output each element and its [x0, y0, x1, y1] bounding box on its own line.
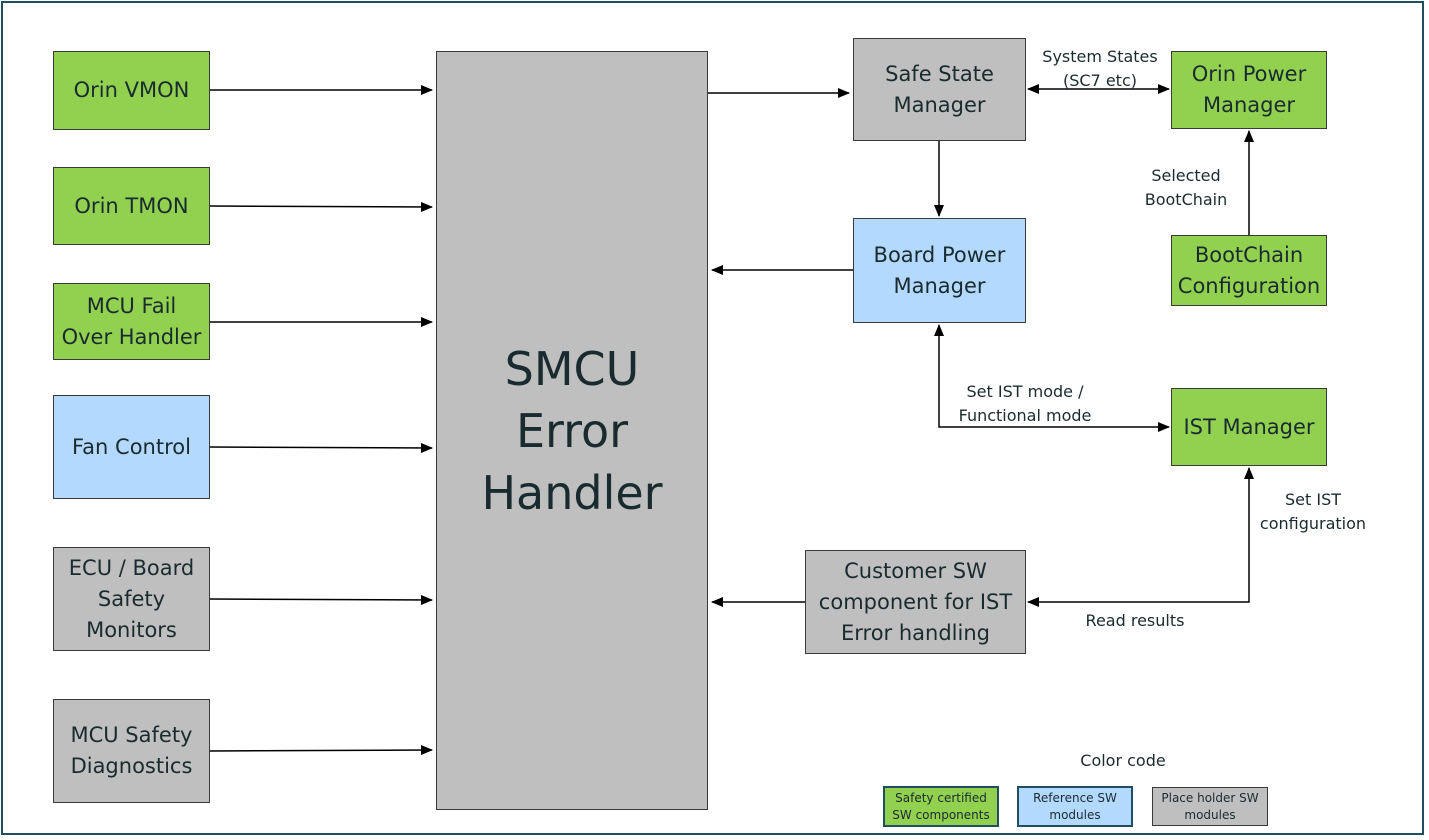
- safe-state-manager-block: Safe State Manager: [853, 38, 1026, 141]
- arrow-fan-control-to-smcu: [209, 442, 433, 453]
- mcu-failover-block: MCU Fail Over Handler: [53, 283, 210, 360]
- arrow-orin-tmon-to-smcu: [209, 201, 433, 212]
- ist-manager-block: IST Manager: [1171, 388, 1327, 466]
- orin-power-manager-block: Orin Power Manager: [1171, 51, 1327, 129]
- bootchain-configuration-block: BootChain Configuration: [1171, 235, 1327, 306]
- orin-tmon-block: Orin TMON: [53, 167, 210, 245]
- legend-placeholder: Place holder SW modules: [1152, 787, 1268, 826]
- arrow-customer-sw-ist-manager: [1027, 467, 1254, 607]
- mcu-safety-diagnostics-block: MCU Safety Diagnostics: [53, 699, 210, 803]
- smcu-error-handler-block: SMCU Error Handler: [436, 51, 708, 810]
- board-power-manager-block: Board Power Manager: [853, 218, 1026, 323]
- label-selected-bootchain: Selected BootChain: [1144, 166, 1228, 209]
- legend-reference: Reference SW modules: [1017, 786, 1133, 827]
- fan-control-block: Fan Control: [53, 395, 210, 499]
- label-read-results: Read results: [1085, 611, 1185, 630]
- arrow-board-power-ist-manager: [934, 324, 1170, 432]
- arrow-mcu-safety-to-smcu: [209, 745, 433, 756]
- legend-safety-certified: Safety certified SW components: [883, 786, 999, 827]
- orin-vmon-block: Orin VMON: [53, 51, 210, 130]
- ecu-board-safety-block: ECU / Board Safety Monitors: [53, 547, 210, 651]
- label-set-ist-configuration: Set IST configuration: [1259, 490, 1367, 533]
- label-system-states: System States (SC7 etc): [1042, 47, 1158, 90]
- customer-sw-component-block: Customer SW component for IST Error hand…: [805, 550, 1026, 654]
- legend-title: Color code: [1080, 751, 1166, 770]
- arrow-ecu-board-to-smcu: [209, 594, 433, 605]
- label-set-ist-mode: Set IST mode / Functional mode: [958, 382, 1092, 425]
